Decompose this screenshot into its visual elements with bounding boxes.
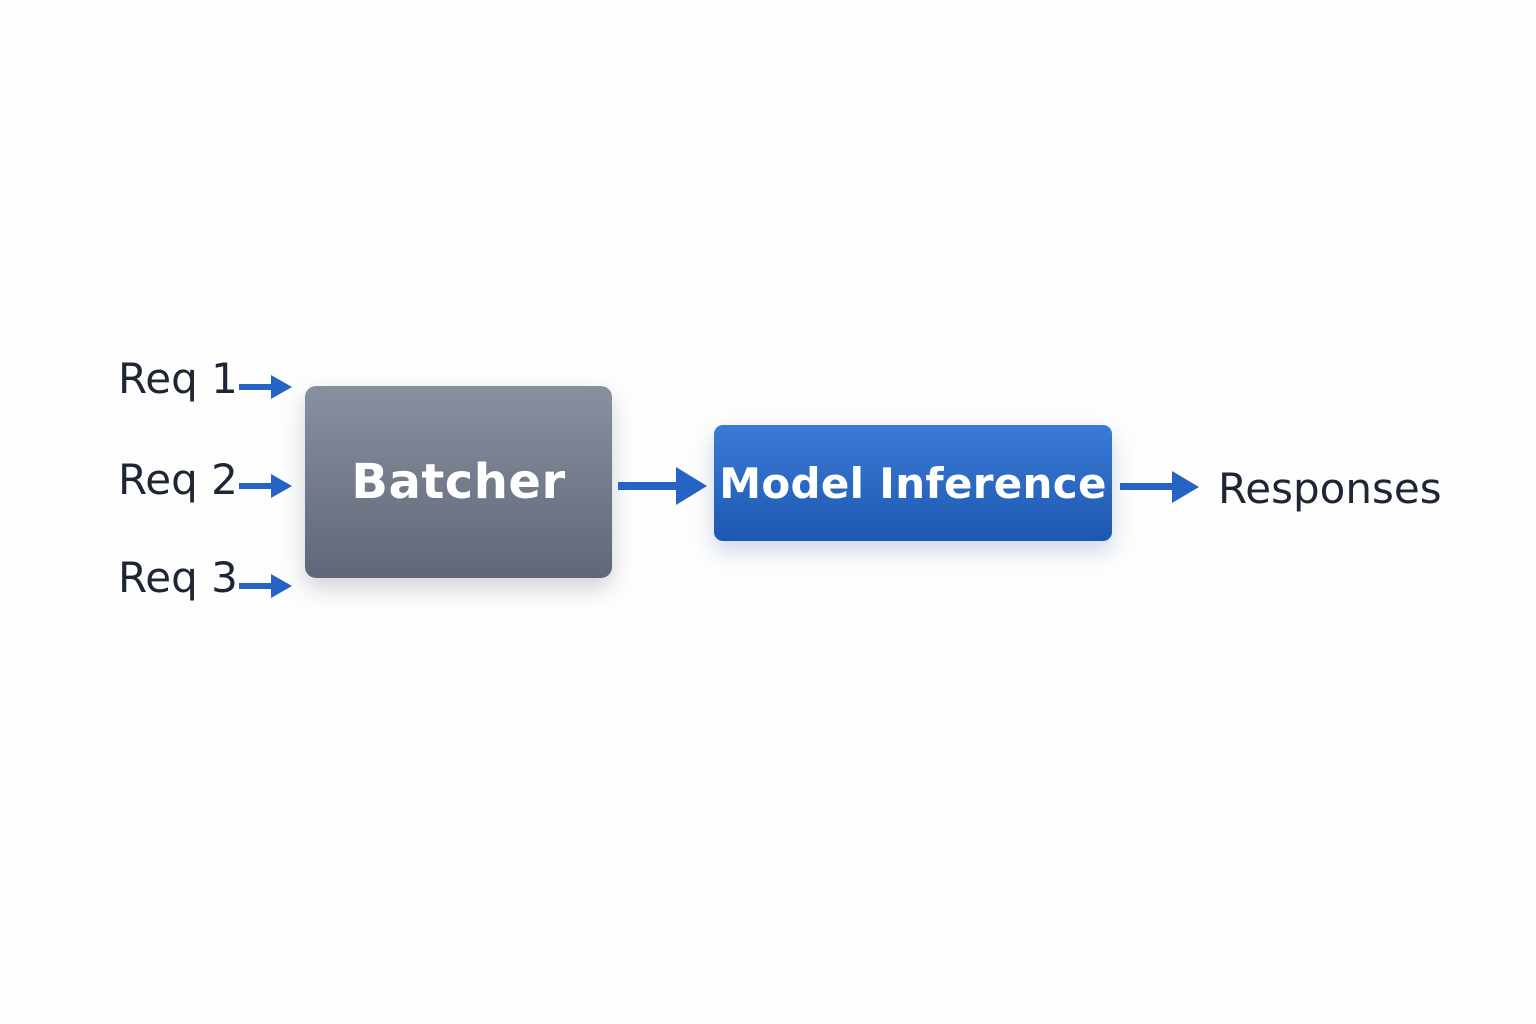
batcher-label: Batcher bbox=[351, 454, 566, 510]
request-3-arrow bbox=[239, 572, 293, 600]
model-to-responses-arrow bbox=[1120, 469, 1200, 505]
request-2-arrow bbox=[239, 472, 293, 500]
batcher-to-model-arrow bbox=[618, 465, 708, 507]
responses-label: Responses bbox=[1218, 464, 1442, 513]
request-1-arrow bbox=[239, 373, 293, 401]
model-inference-label: Model Inference bbox=[719, 458, 1107, 508]
request-label-1: Req 1 bbox=[118, 354, 238, 403]
batcher-box: Batcher bbox=[305, 386, 612, 578]
model-inference-box: Model Inference bbox=[714, 425, 1112, 541]
request-label-2: Req 2 bbox=[118, 455, 238, 504]
request-label-3: Req 3 bbox=[118, 553, 238, 602]
